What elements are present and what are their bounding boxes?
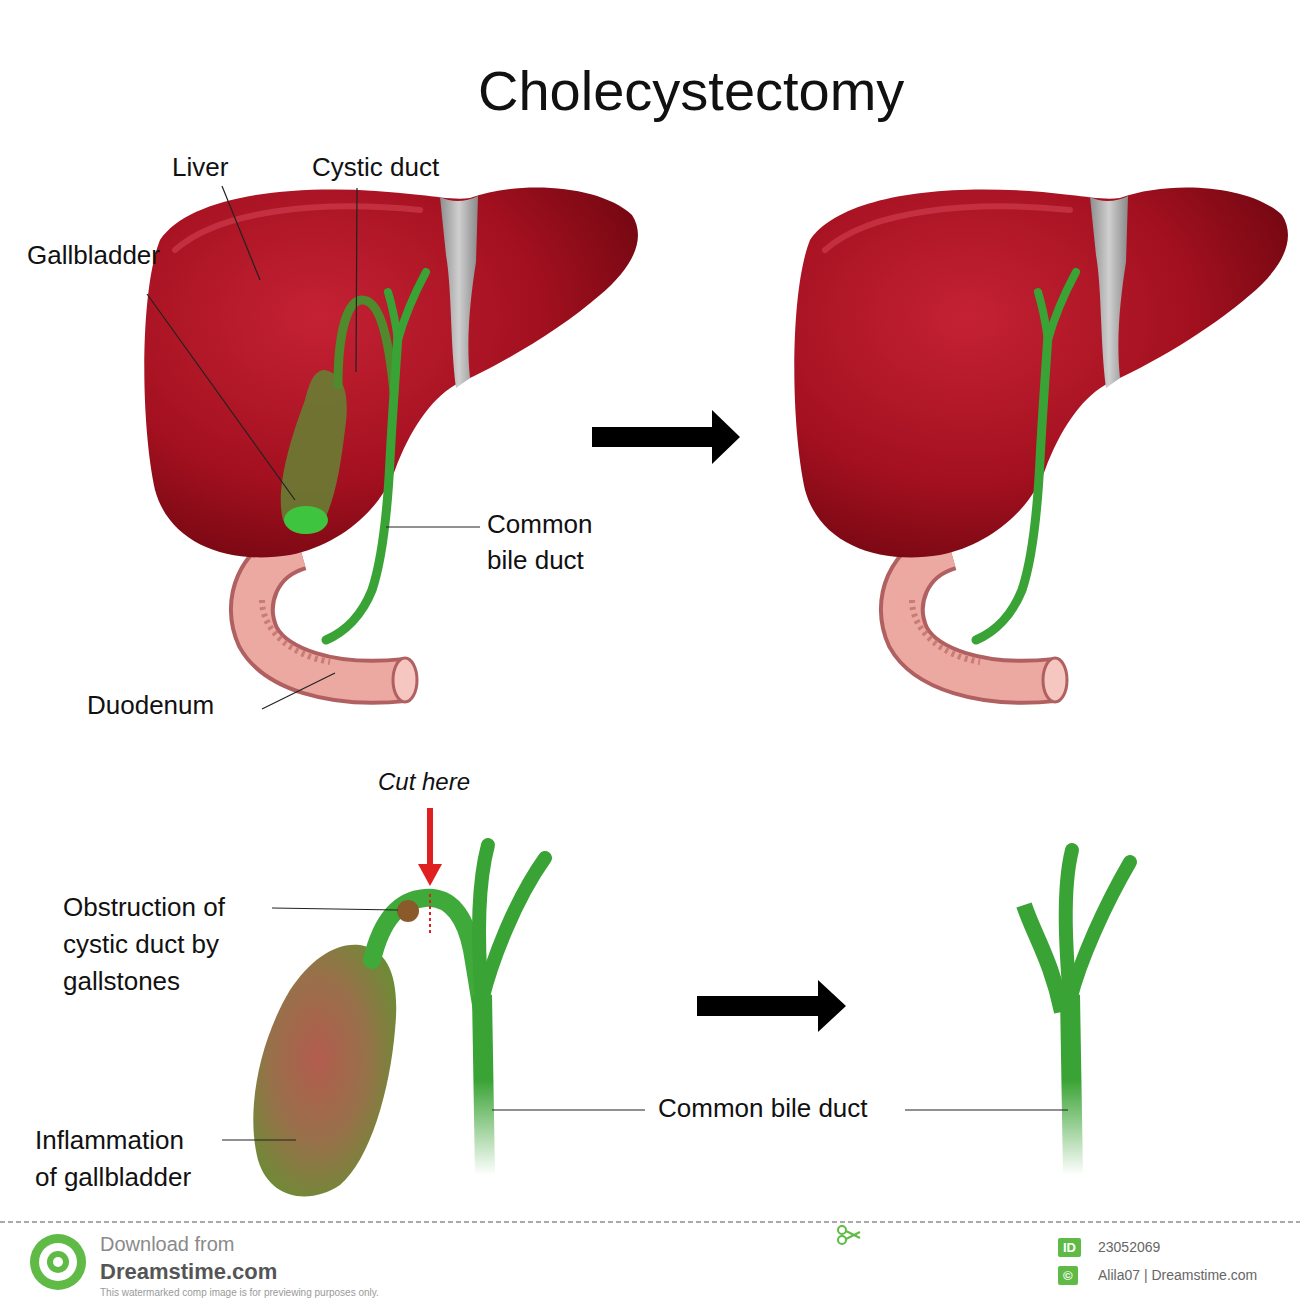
logo bbox=[30, 1234, 86, 1290]
leader-line bbox=[262, 673, 335, 709]
cystic-duct bbox=[372, 898, 482, 1010]
arrow bbox=[697, 980, 846, 1032]
organ-label: Liver bbox=[172, 152, 228, 183]
leader-line bbox=[222, 186, 260, 280]
leader-line bbox=[905, 1109, 1068, 1110]
logo bbox=[53, 1257, 63, 1267]
condition-label: Obstruction of cystic duct by gallstones bbox=[63, 889, 263, 1000]
leader-line bbox=[272, 908, 398, 910]
watermark: This watermarked comp image is for previ… bbox=[100, 1287, 379, 1298]
arrow bbox=[592, 410, 740, 464]
logo bbox=[39, 1243, 77, 1281]
footer-rule bbox=[0, 1222, 1300, 1223]
bile-ducts bbox=[976, 272, 1076, 640]
condition-label: Inflammation of gallbladder bbox=[35, 1122, 210, 1196]
duct-label: Common bile duct bbox=[658, 1093, 868, 1124]
copyright-badge: © bbox=[1058, 1266, 1078, 1285]
bile-ducts bbox=[326, 272, 426, 640]
author-credit: Alila07 | Dreamstime.com bbox=[1098, 1267, 1257, 1283]
common-bile-duct bbox=[482, 995, 485, 1175]
id-badge: ID bbox=[1058, 1238, 1081, 1257]
logo bbox=[47, 1251, 69, 1273]
hepatic-duct bbox=[1070, 862, 1130, 1000]
gallbladder bbox=[281, 370, 347, 534]
image-id: 23052069 bbox=[1098, 1239, 1160, 1255]
cystic-duct-stump bbox=[1024, 905, 1062, 1012]
watermark: Dreamstime.com bbox=[100, 1259, 277, 1285]
cut-arrow-head bbox=[418, 864, 442, 886]
cut-arrow bbox=[427, 808, 433, 866]
scissors-icon bbox=[838, 1226, 860, 1244]
liver-and-duodenum bbox=[794, 188, 1288, 702]
common-bile-duct bbox=[1070, 995, 1073, 1175]
leader-line bbox=[147, 294, 295, 500]
organ-label: Duodenum bbox=[87, 690, 214, 721]
leader-line bbox=[386, 526, 480, 527]
title: Cholecystectomy bbox=[478, 58, 904, 123]
inflamed-gallbladder bbox=[253, 945, 396, 1197]
watermark: Download from bbox=[100, 1233, 235, 1256]
leader-line bbox=[492, 1109, 645, 1110]
instruction-label: Cut here bbox=[378, 768, 470, 796]
leader-line bbox=[356, 188, 357, 372]
gallstone bbox=[397, 900, 419, 922]
duct-label: Cystic duct bbox=[312, 152, 439, 183]
duct-label: Common bile duct bbox=[487, 506, 609, 578]
organ-label: Gallbladder bbox=[27, 240, 160, 271]
gallbladder-fundus bbox=[284, 506, 328, 534]
leader-line bbox=[222, 1139, 296, 1140]
liver-and-duodenum bbox=[144, 188, 638, 702]
cut-line bbox=[429, 894, 431, 936]
cystic-duct bbox=[338, 300, 394, 392]
hepatic-duct bbox=[482, 858, 545, 1000]
